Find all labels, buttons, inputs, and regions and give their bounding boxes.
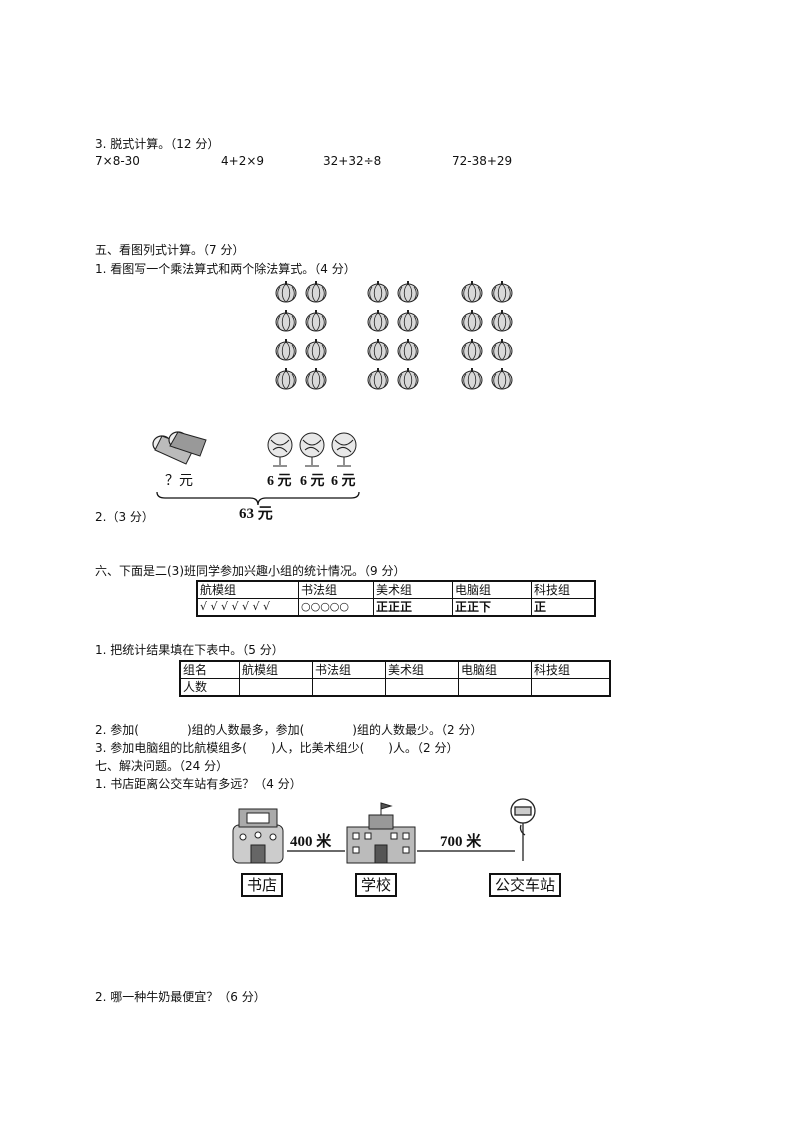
binoculars-icon bbox=[152, 431, 207, 465]
pumpkin-icon bbox=[397, 338, 419, 361]
tally-marks: 正正下 bbox=[452, 598, 532, 617]
fill-header: 美术组 bbox=[385, 660, 459, 679]
section3-title: 3. 脱式计算。（12 分） bbox=[95, 137, 220, 151]
section7-q1: 1. 书店距离公交车站有多远？（4 分） bbox=[95, 777, 302, 791]
section5-q1: 1. 看图写一个乘法算式和两个除法算式。（4 分） bbox=[95, 262, 356, 276]
total-brace bbox=[156, 491, 360, 506]
tally-table: 航模组 书法组 美术组 电脑组 科技组 √ √ √ √ √ √ √ ○○○○○ … bbox=[196, 580, 596, 617]
fill-header: 组名 bbox=[179, 660, 240, 679]
tally-header: 航模组 bbox=[196, 580, 299, 599]
pumpkin-groups-image bbox=[275, 280, 513, 390]
expr-2: 4+2×9 bbox=[221, 154, 265, 168]
place-label-school: 学校 bbox=[355, 873, 398, 897]
pumpkin-icon bbox=[275, 367, 297, 390]
price-2: 6 元 bbox=[300, 474, 325, 489]
tally-header: 书法组 bbox=[298, 580, 374, 599]
pumpkin-icon bbox=[305, 309, 327, 332]
total-price: 63 元 bbox=[239, 506, 273, 522]
pumpkin-icon bbox=[397, 280, 419, 303]
pumpkin-icon bbox=[461, 309, 483, 332]
fill-header: 书法组 bbox=[312, 660, 386, 679]
pumpkin-icon bbox=[367, 367, 389, 390]
pumpkin-icon bbox=[305, 367, 327, 390]
price-3: 6 元 bbox=[331, 474, 356, 489]
section6-title: 六、下面是二(3)班同学参加兴趣小组的统计情况。（9 分） bbox=[95, 564, 406, 578]
pumpkin-icon bbox=[397, 367, 419, 390]
fill-cell[interactable] bbox=[531, 678, 611, 697]
pumpkin-icon bbox=[367, 309, 389, 332]
expr-3: 32+32÷8 bbox=[323, 154, 382, 168]
fill-header: 科技组 bbox=[531, 660, 611, 679]
distance-label-2: 700 米 bbox=[440, 834, 482, 850]
expr-1: 7×8-30 bbox=[95, 154, 140, 168]
pumpkin-icon bbox=[275, 309, 297, 332]
pumpkin-icon bbox=[491, 367, 513, 390]
pumpkin-icon bbox=[397, 309, 419, 332]
pumpkin-icon bbox=[305, 280, 327, 303]
fill-header: 电脑组 bbox=[458, 660, 532, 679]
tally-header: 科技组 bbox=[531, 580, 596, 599]
distance-label-1: 400 米 bbox=[290, 834, 332, 850]
pumpkin-icon bbox=[275, 280, 297, 303]
pumpkin-icon bbox=[461, 280, 483, 303]
pumpkin-icon bbox=[305, 338, 327, 361]
fill-cell[interactable] bbox=[239, 678, 313, 697]
school-icon bbox=[346, 802, 416, 864]
section7-q2: 2. 哪一种牛奶最便宜？（6 分） bbox=[95, 990, 266, 1004]
pumpkin-icon bbox=[275, 338, 297, 361]
fill-row-label: 人数 bbox=[179, 678, 240, 697]
section6-q3: 3. 参加电脑组的比航模组多( )人，比美术组少( )人。（2 分） bbox=[95, 741, 459, 755]
section7-title: 七、解决问题。（24 分） bbox=[95, 759, 229, 773]
bus-stop-sign-icon bbox=[510, 798, 536, 861]
place-label-bus-stop: 公交车站 bbox=[489, 873, 562, 897]
fill-header-row: 组名 航模组 书法组 美术组 电脑组 科技组 bbox=[179, 660, 611, 679]
pumpkin-icon bbox=[491, 338, 513, 361]
pumpkin-icon bbox=[491, 280, 513, 303]
globes-icon bbox=[267, 432, 357, 467]
price-unknown: ？元 bbox=[165, 474, 193, 489]
tally-mark-row: √ √ √ √ √ √ √ ○○○○○ 正正正 正正下 正 bbox=[196, 598, 596, 617]
pumpkin-icon bbox=[367, 280, 389, 303]
fill-count-row: 人数 bbox=[179, 678, 611, 697]
tally-header: 美术组 bbox=[373, 580, 453, 599]
fill-table: 组名 航模组 书法组 美术组 电脑组 科技组 人数 bbox=[179, 660, 611, 697]
section5-q2: 2.（3 分） bbox=[95, 510, 154, 524]
tally-marks: 正正正 bbox=[373, 598, 453, 617]
fill-header: 航模组 bbox=[239, 660, 313, 679]
tally-marks: √ √ √ √ √ √ √ bbox=[196, 598, 299, 617]
pumpkin-icon bbox=[461, 367, 483, 390]
price-1: 6 元 bbox=[267, 474, 292, 489]
fill-cell[interactable] bbox=[312, 678, 386, 697]
tally-marks: ○○○○○ bbox=[298, 598, 374, 617]
fill-cell[interactable] bbox=[458, 678, 532, 697]
bookstore-icon bbox=[232, 808, 284, 864]
pumpkin-icon bbox=[461, 338, 483, 361]
pumpkin-icon bbox=[367, 338, 389, 361]
tally-header: 电脑组 bbox=[452, 580, 532, 599]
section6-q1: 1. 把统计结果填在下表中。（5 分） bbox=[95, 643, 284, 657]
tally-marks: 正 bbox=[531, 598, 596, 617]
expr-4: 72-38+29 bbox=[452, 154, 513, 168]
tally-header-row: 航模组 书法组 美术组 电脑组 科技组 bbox=[196, 580, 596, 599]
route-map-image bbox=[232, 798, 536, 864]
section6-q2: 2. 参加( )组的人数最多，参加( )组的人数最少。（2 分） bbox=[95, 723, 483, 737]
section5-title: 五、看图列式计算。（7 分） bbox=[95, 243, 245, 257]
place-label-bookstore: 书店 bbox=[241, 873, 284, 897]
pumpkin-icon bbox=[491, 309, 513, 332]
fill-cell[interactable] bbox=[385, 678, 459, 697]
